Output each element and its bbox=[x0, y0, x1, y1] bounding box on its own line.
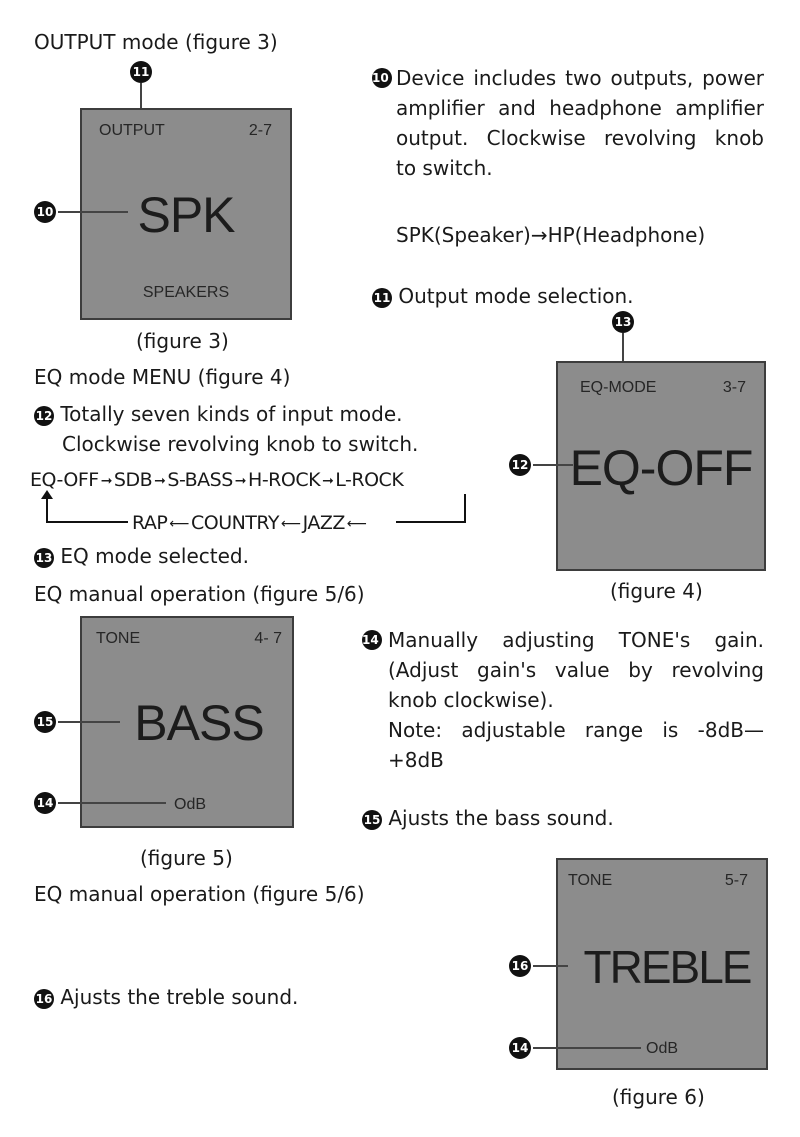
callout-12-badge: 12 bbox=[509, 454, 531, 476]
note-11: 11 Output mode selection. bbox=[372, 281, 634, 311]
note-16-text: Ajusts the treble sound. bbox=[60, 985, 299, 1009]
eq-mode-item: RAP bbox=[132, 512, 168, 534]
eq-mode-flow-top: EQ-OFF➞SDB➞S-BASS➞H-ROCK➞L-ROCK bbox=[30, 465, 404, 496]
note-10-line: amplifier and headphone amplifier bbox=[396, 96, 764, 120]
note-10: 10 Device includes two outputs, power am… bbox=[372, 63, 764, 183]
note-13-text: EQ mode selected. bbox=[60, 544, 249, 568]
eq-mode-item: H-ROCK bbox=[248, 469, 321, 491]
fig6-heading: EQ manual operation (figure 5/6) bbox=[34, 882, 365, 906]
eq-mode-item: JAZZ bbox=[302, 512, 346, 534]
tone-treble-screen: TONE 5-7 TREBLE OdB bbox=[556, 858, 768, 1070]
fig4-heading: EQ mode MENU (figure 4) bbox=[34, 365, 291, 389]
note-12-line: Clockwise revolving knob to switch. bbox=[62, 432, 419, 456]
callout-10-badge: 10 bbox=[34, 201, 56, 223]
fig5-heading: EQ manual operation (figure 5/6) bbox=[34, 582, 365, 606]
arrow-left-icon: ⟵ bbox=[346, 516, 367, 532]
eq-mode-item: COUNTRY bbox=[190, 512, 280, 534]
eq-mode-item: SDB bbox=[113, 469, 153, 491]
screen-gain-value: OdB bbox=[646, 1040, 679, 1057]
eq-mode-item: EQ-OFF bbox=[30, 469, 99, 491]
callout-12-leader bbox=[533, 464, 573, 466]
note-12: 12 Totally seven kinds of input mode. bbox=[34, 399, 403, 429]
note-13-badge: 13 bbox=[34, 547, 54, 568]
callout-14-badge: 14 bbox=[34, 792, 56, 814]
arrow-left-icon: ⟵ bbox=[281, 516, 301, 532]
flow-connector bbox=[46, 521, 128, 523]
screen-page-indicator: 5-7 bbox=[724, 872, 748, 889]
note-15: 15 Ajusts the bass sound. bbox=[362, 803, 614, 833]
screen-mode-title: EQ-MODE bbox=[580, 379, 657, 396]
note-10-line: to switch. bbox=[396, 156, 493, 180]
note-10-line: output. Clockwise revolving knob bbox=[396, 126, 764, 150]
note-15-text: Ajusts the bass sound. bbox=[388, 806, 614, 830]
arrow-right-icon: ➞ bbox=[234, 473, 247, 489]
arrow-up-icon bbox=[41, 490, 53, 499]
callout-16-badge: 16 bbox=[509, 955, 531, 977]
screen-main-value: SPK bbox=[137, 187, 235, 243]
screen-main-value: TREBLE bbox=[583, 941, 753, 993]
screen-page-indicator: 4- 7 bbox=[254, 630, 282, 647]
screen-page-indicator: 2-7 bbox=[248, 122, 272, 139]
note-10-line: Device includes two outputs, power bbox=[396, 66, 764, 90]
flow-connector bbox=[46, 496, 48, 523]
callout-11-badge: 11 bbox=[130, 61, 152, 83]
eq-mode-flow-bottom: RAP⟵COUNTRY⟵JAZZ⟵ bbox=[132, 508, 368, 539]
note-14: 14 Manually adjusting TONE's gain. (Adju… bbox=[362, 625, 764, 775]
note-14-range: +8dB bbox=[388, 748, 444, 772]
screen-gain-value: OdB bbox=[174, 796, 207, 813]
note-13: 13 EQ mode selected. bbox=[34, 541, 249, 571]
callout-14-leader bbox=[58, 802, 166, 804]
callout-14-badge: 14 bbox=[509, 1037, 531, 1059]
note-14-badge: 14 bbox=[362, 630, 382, 650]
arrow-right-icon: ➞ bbox=[154, 473, 166, 489]
arrow-left-icon: ⟵ bbox=[169, 516, 189, 532]
note-16: 16 Ajusts the treble sound. bbox=[34, 982, 298, 1012]
screen-mode-title: OUTPUT bbox=[99, 122, 165, 139]
arrow-right-icon: ➞ bbox=[100, 473, 113, 489]
fig4-caption: (figure 4) bbox=[610, 579, 703, 603]
note-11-text: Output mode selection. bbox=[398, 284, 634, 308]
flow-connector bbox=[464, 494, 466, 522]
note-12-line: Totally seven kinds of input mode. bbox=[60, 402, 403, 426]
note-16-badge: 16 bbox=[34, 988, 54, 1009]
eq-mode-item: L-ROCK bbox=[335, 469, 404, 491]
callout-13-leader bbox=[622, 333, 624, 363]
callout-13-badge: 13 bbox=[612, 311, 634, 333]
screen-main-value: BASS bbox=[134, 695, 264, 751]
note-14-range: Note: adjustable range is -8dB— bbox=[388, 718, 764, 742]
screen-page-indicator: 3-7 bbox=[722, 379, 746, 396]
eq-mode-screen: EQ-MODE 3-7 EQ-OFF bbox=[556, 361, 766, 571]
screen-main-value: EQ-OFF bbox=[569, 440, 754, 496]
note-14-line: knob clockwise). bbox=[388, 688, 554, 712]
screen-subtitle: SPEAKERS bbox=[142, 284, 230, 301]
arrow-right-icon: ➞ bbox=[322, 473, 334, 489]
callout-11-leader bbox=[140, 83, 142, 110]
note-14-line: Manually adjusting TONE's gain. bbox=[388, 628, 764, 652]
fig5-caption: (figure 5) bbox=[140, 846, 233, 870]
fig3-heading: OUTPUT mode (figure 3) bbox=[34, 30, 278, 54]
callout-10-leader bbox=[58, 211, 128, 213]
callout-16-leader bbox=[533, 965, 568, 967]
note-12-badge: 12 bbox=[34, 405, 54, 426]
callout-15-leader bbox=[58, 721, 120, 723]
fig3-caption: (figure 3) bbox=[136, 329, 229, 353]
note-11-badge: 11 bbox=[372, 287, 392, 308]
screen-mode-title: TONE bbox=[96, 630, 141, 647]
screen-mode-title: TONE bbox=[568, 872, 613, 889]
output-screen: OUTPUT 2-7 SPK SPEAKERS bbox=[80, 108, 292, 320]
note-15-badge: 15 bbox=[362, 809, 382, 830]
fig6-caption: (figure 6) bbox=[612, 1085, 705, 1109]
output-switch-sequence: SPK(Speaker)→HP(Headphone) bbox=[396, 223, 706, 247]
callout-14-leader bbox=[533, 1047, 641, 1049]
note-14-line: (Adjust gain's value by revolving bbox=[388, 658, 764, 682]
callout-15-badge: 15 bbox=[34, 711, 56, 733]
flow-connector bbox=[396, 521, 466, 523]
eq-mode-item: S-BASS bbox=[167, 469, 233, 491]
note-10-badge: 10 bbox=[372, 68, 392, 88]
